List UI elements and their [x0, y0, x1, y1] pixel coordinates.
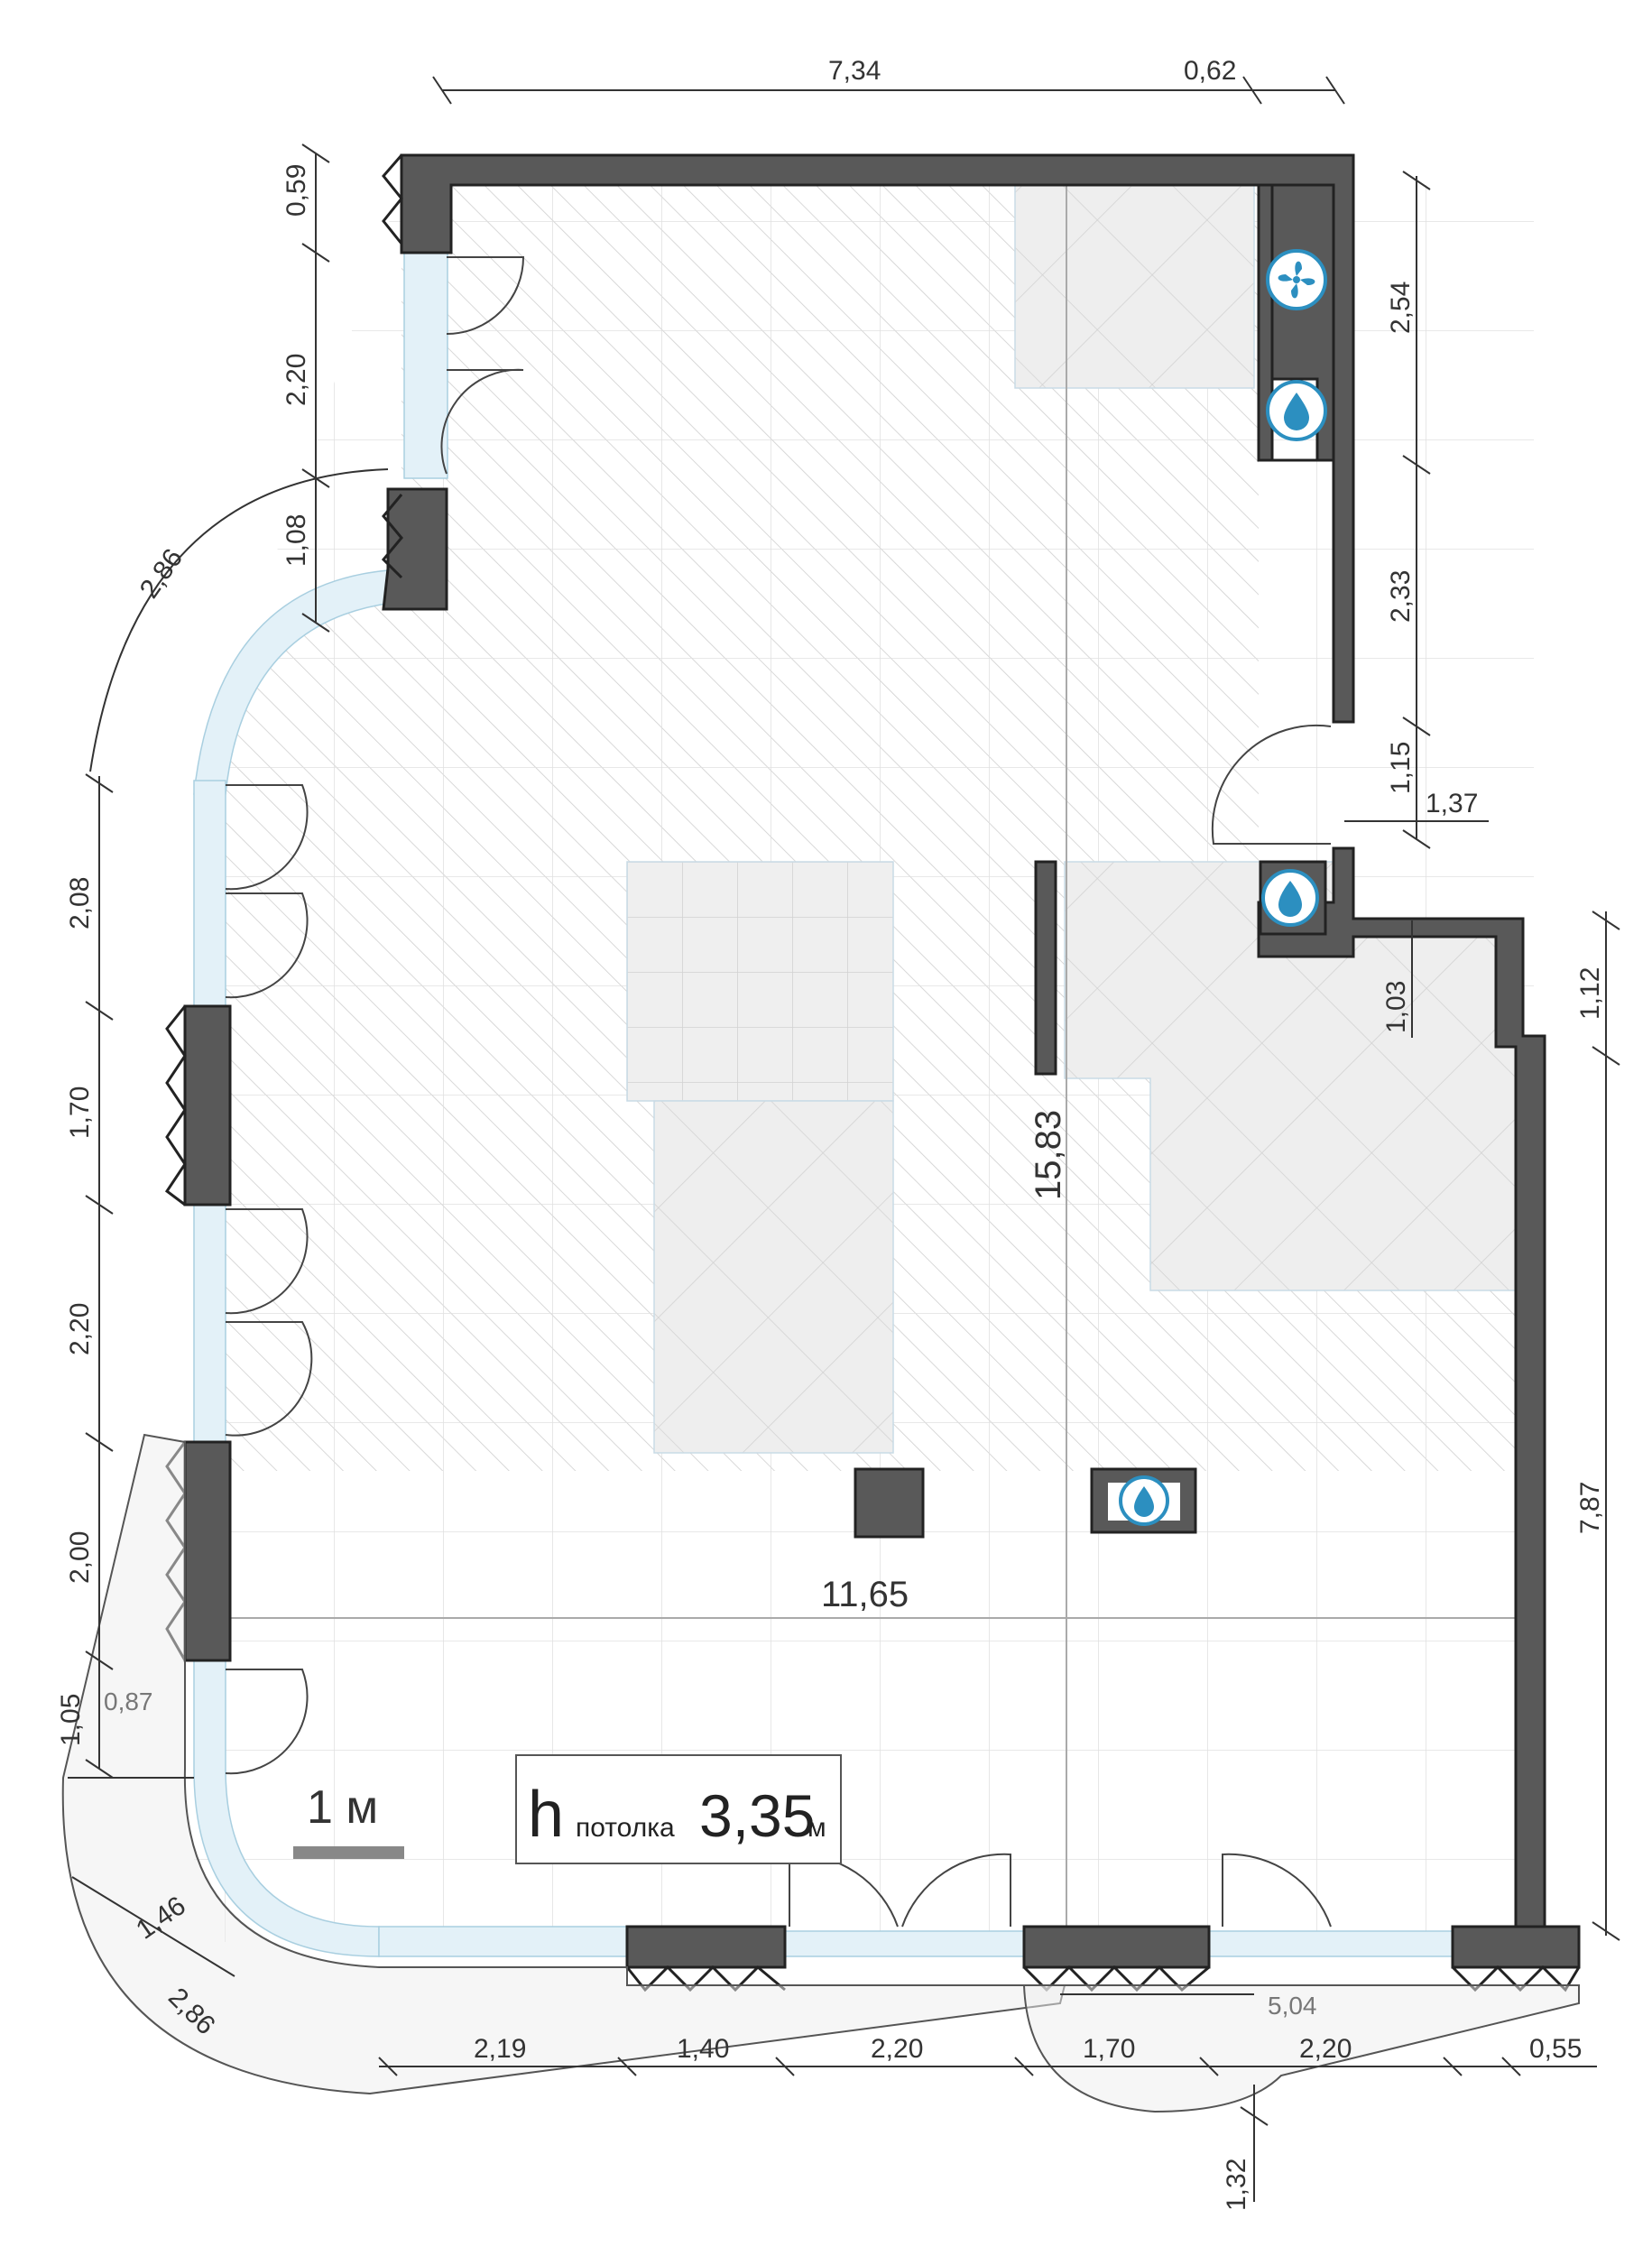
fan-icon — [1266, 249, 1327, 310]
water-drop-icon — [1119, 1475, 1169, 1526]
dim-bottom-220b: 2,20 — [1299, 2034, 1352, 2064]
tile-zone-center-diamond — [653, 1100, 894, 1454]
ceiling-height-box: h потолка 3,35 м — [515, 1754, 842, 1864]
dim-left-108: 1,08 — [281, 514, 311, 567]
doors — [225, 256, 1332, 1928]
dim-right-787: 7,87 — [1575, 1482, 1605, 1534]
dim-bottom-140: 1,40 — [677, 2034, 729, 2064]
dim-width-1165: 11,65 — [821, 1575, 909, 1614]
scale-bar: 1 м — [293, 1781, 404, 1859]
dim-right-233: 2,33 — [1386, 570, 1416, 623]
dim-bottom-055: 0,55 — [1529, 2034, 1582, 2064]
dimension-lines — [68, 76, 1620, 2202]
glazing — [193, 252, 1472, 1957]
ceiling-value: 3,35 — [699, 1782, 815, 1849]
dim-bottom-504: 5,04 — [1268, 1992, 1317, 2020]
dim-right-112: 1,12 — [1575, 967, 1605, 1020]
dim-center-1583: 15,83 — [1029, 1110, 1068, 1200]
tile-zone-center-square — [626, 861, 894, 1102]
dim-right-115: 1,15 — [1386, 742, 1416, 794]
terrace — [61, 1433, 1580, 2113]
dim-bottom-132: 1,32 — [1222, 2159, 1251, 2211]
dim-arc-286a: 2,86 — [134, 543, 189, 604]
dim-left-200: 2,00 — [65, 1531, 95, 1584]
dim-left-105: 1,05 — [56, 1694, 86, 1746]
walls — [183, 153, 1581, 1969]
dim-right-137: 1,37 — [1426, 789, 1478, 818]
dim-left-208: 2,08 — [65, 877, 95, 929]
dim-left-087: 0,87 — [104, 1687, 153, 1715]
water-drop-icon — [1266, 380, 1327, 441]
water-drop-icon — [1259, 860, 1327, 936]
ceiling-label: потолка — [576, 1813, 675, 1843]
ceiling-h-symbol: h — [528, 1779, 564, 1851]
dim-top-062: 0,62 — [1184, 56, 1236, 86]
tile-zone-top-right — [1014, 184, 1255, 389]
dim-right-254: 2,54 — [1386, 282, 1416, 334]
ceiling-unit: м — [808, 1813, 826, 1843]
dim-bottom-219: 2,19 — [474, 2034, 526, 2064]
dim-left-220a: 2,20 — [281, 354, 311, 406]
dim-bottom-170: 1,70 — [1083, 2034, 1135, 2064]
dim-bottom-220a: 2,20 — [871, 2034, 923, 2064]
dim-left-220b: 2,20 — [65, 1303, 95, 1355]
scale-label: 1 м — [307, 1781, 378, 1834]
dim-left-170: 1,70 — [65, 1086, 95, 1139]
dim-left-059: 0,59 — [281, 164, 311, 217]
dim-right-103: 1,03 — [1381, 981, 1411, 1033]
dim-top-734: 7,34 — [828, 56, 881, 86]
